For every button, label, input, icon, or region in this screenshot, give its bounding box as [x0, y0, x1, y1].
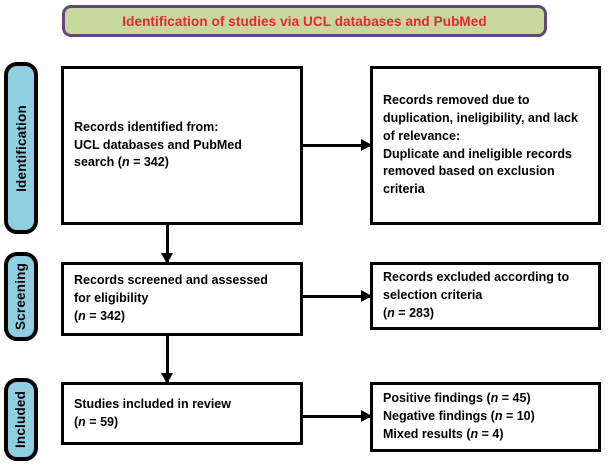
box-records-screened-text: Records screened and assessed for eligib… [64, 272, 278, 325]
stage-label-identification: Identification [4, 62, 38, 234]
arrow-screened-to-included-icon [161, 336, 173, 384]
text-line: (n = 283) [383, 305, 435, 320]
box-records-removed: Records removed due to duplication, inel… [370, 66, 601, 225]
text-line: Negative findings (n = 10) [383, 409, 535, 424]
count-value: 45 [512, 391, 527, 406]
arrow-identified-to-screened-icon [161, 225, 173, 264]
stage-label-included-text: Included [13, 390, 29, 449]
text-line: UCL databases and PubMed [74, 137, 242, 152]
box-records-removed-text: Records removed due to duplication, inel… [373, 92, 588, 199]
arrow-head [361, 410, 372, 422]
text-line: Records excluded according to [383, 270, 570, 285]
arrow-head [361, 139, 372, 151]
arrow-head [161, 373, 173, 384]
text-line: of relevance: [383, 128, 461, 143]
box-records-identified-text: Records identified from: UCL databases a… [64, 119, 252, 172]
arrow-shaft [303, 294, 371, 298]
arrow-head [361, 290, 372, 302]
text-line: criteria [383, 182, 425, 196]
box-findings-summary-text: Positive findings (n = 45) Negative find… [373, 390, 545, 443]
box-records-screened: Records screened and assessed for eligib… [61, 262, 303, 336]
count-value: 342 [143, 155, 165, 170]
text-line: Records screened and assessed [74, 273, 268, 288]
text-line: Positive findings (n = 45) [383, 391, 531, 406]
stage-label-screening: Screening [4, 252, 38, 341]
count-value: 10 [516, 409, 531, 424]
text-line: Records identified from: [74, 119, 219, 134]
box-studies-included-text: Studies included in review (n = 59) [64, 396, 241, 432]
box-records-excluded-text: Records excluded according to selection … [373, 269, 579, 322]
count-value: 4 [492, 426, 500, 441]
arrow-shaft [165, 225, 169, 263]
text-line: Records removed due to [383, 93, 530, 108]
arrow-screened-to-excluded-icon [303, 290, 372, 302]
stage-label-included: Included [4, 378, 38, 461]
count-value: 342 [100, 308, 121, 323]
text-line: search (n = 342) [74, 155, 169, 170]
box-studies-included: Studies included in review (n = 59) [61, 382, 303, 445]
text-line: duplication, ineligibility, and lack [383, 111, 578, 125]
arrow-shaft [303, 143, 371, 147]
arrow-head [161, 253, 173, 264]
arrow-shaft [165, 336, 169, 383]
count-value: 59 [100, 414, 114, 429]
box-findings-summary: Positive findings (n = 45) Negative find… [370, 382, 601, 452]
stage-label-identification-text: Identification [13, 104, 29, 192]
text-line: (n = 342) [74, 308, 126, 323]
count-value: 283 [409, 305, 430, 320]
text-line: selection criteria [383, 288, 483, 303]
text-line: Studies included in review [74, 396, 231, 411]
diagram-title-text: Identification of studies via UCL databa… [122, 13, 487, 29]
arrow-included-to-findings-icon [303, 410, 372, 422]
text-line: Duplicate and ineligible records [383, 146, 572, 161]
arrow-shaft [303, 414, 371, 418]
text-line: removed based on exclusion [383, 164, 555, 179]
stage-label-screening-text: Screening [13, 262, 29, 331]
arrow-identified-to-removed-icon [303, 139, 372, 151]
text-line: for eligibility [74, 291, 149, 306]
box-records-excluded: Records excluded according to selection … [370, 262, 601, 330]
text-line: (n = 59) [74, 414, 119, 429]
text-line: Mixed results (n = 4) [383, 426, 504, 441]
diagram-title-banner: Identification of studies via UCL databa… [62, 5, 547, 37]
box-records-identified: Records identified from: UCL databases a… [61, 66, 303, 225]
